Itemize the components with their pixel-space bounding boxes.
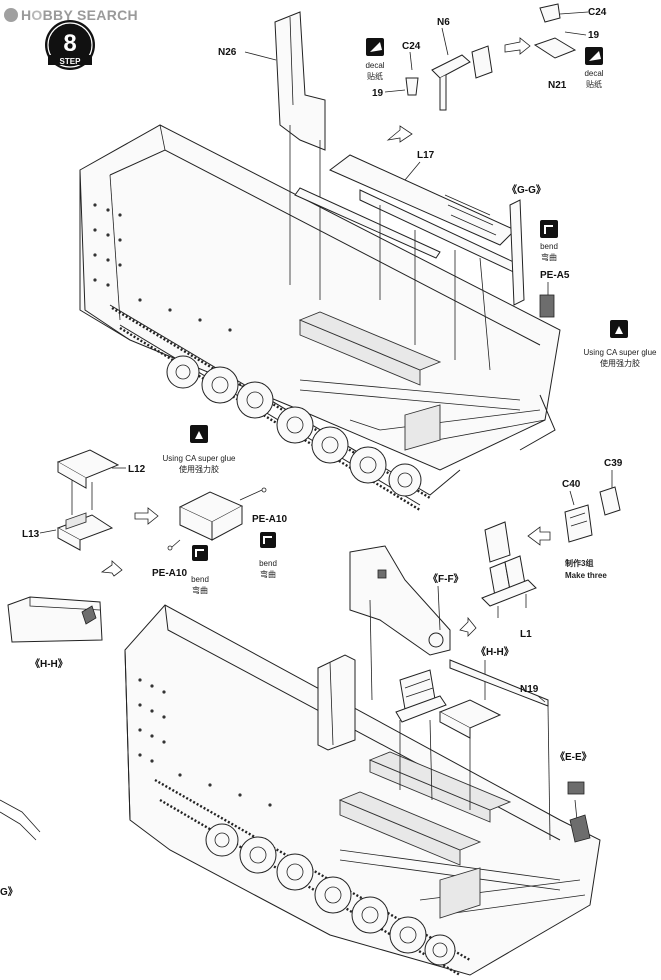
sub-assembly-box: PE-A10 PE-A10 — [152, 487, 287, 579]
direction-arrow-jerrycan — [527, 526, 551, 546]
view-label-gg: 《G-G》 — [507, 183, 546, 196]
view-ff-panel: 《F-F》 — [349, 545, 464, 701]
label-pe-a10-left: PE-A10 — [152, 568, 187, 579]
view-hh-side: 《H-H》 — [7, 596, 103, 670]
direction-arrow-ff — [459, 616, 477, 637]
label-l1: L1 — [520, 629, 532, 640]
label-n19: N19 — [520, 684, 539, 695]
view-gg-cutoff: G》 — [0, 799, 41, 898]
direction-arrow-mid-2 — [100, 560, 123, 577]
svg-text:弯曲: 弯曲 — [260, 569, 276, 579]
logo-letters-rest: BBY SEARCH — [42, 7, 138, 23]
view-label-ee: 《E-E》 — [555, 750, 592, 763]
label-l13: L13 — [22, 529, 40, 540]
label-l12: L12 — [128, 464, 146, 475]
svg-text:decal: decal — [584, 69, 603, 78]
svg-text:bend: bend — [259, 559, 277, 568]
lower-jerrycan-stack — [395, 669, 447, 723]
site-logo-text[interactable]: HOBBY SEARCH — [21, 7, 138, 23]
svg-text:使用强力胶: 使用强力胶 — [179, 464, 219, 474]
glue-icon-2: Using CA super glue 使用强力胶 — [163, 425, 236, 474]
step-number: 8 — [63, 30, 76, 57]
part-l17-rack: L17 《G-G》 — [294, 125, 546, 371]
hobby-search-logo-icon — [4, 8, 18, 22]
logo-letter-o: O — [31, 7, 43, 23]
svg-text:Using CA super glue: Using CA super glue — [163, 454, 236, 463]
top-parts-group: N6 C24 19 C24 19 N21 decal 贴纸 — [365, 3, 607, 111]
label-n26: N26 — [218, 47, 237, 58]
glue-icon-1: Using CA super glue 使用强力胶 — [584, 320, 657, 368]
label-c24-left: C24 — [402, 41, 421, 52]
label-19-left: 19 — [372, 88, 384, 99]
make-three-en: Make three — [565, 571, 607, 580]
bend-icon-3: bend 弯曲 — [259, 532, 277, 579]
svg-text:弯曲: 弯曲 — [541, 252, 557, 262]
sub-assembly-l12-l13: L12 L13 — [22, 449, 146, 551]
step-badge: 8 STEP — [45, 20, 95, 70]
view-label-g-cut: G》 — [0, 885, 18, 898]
label-l17: L17 — [417, 150, 435, 161]
decal-icon-2: decal 贴纸 — [584, 47, 604, 89]
bend-icon-2: bend 弯曲 — [191, 545, 209, 595]
view-label-hh-side: 《H-H》 — [30, 657, 68, 670]
direction-arrow-l17 — [386, 125, 413, 143]
svg-text:bend: bend — [191, 575, 209, 584]
part-pe-a5 — [539, 294, 555, 318]
label-n6: N6 — [437, 17, 450, 28]
jerrycan-assembly: C39 C40 制作3组 Make three L1 — [481, 458, 623, 640]
lower-road-wheels — [205, 823, 456, 966]
site-header: HOBBY SEARCH — [4, 4, 138, 26]
view-label-ff: 《F-F》 — [428, 572, 464, 585]
direction-arrow-mid-1 — [134, 507, 159, 525]
direction-arrow-top — [504, 37, 531, 55]
svg-text:decal: decal — [365, 61, 384, 70]
decal-icon-1: decal 贴纸 — [365, 38, 385, 81]
label-c40: C40 — [562, 479, 581, 490]
view-ee-part: 《E-E》 — [555, 750, 592, 843]
label-pe-a10-right: PE-A10 — [252, 514, 287, 525]
label-c24-right: C24 — [588, 7, 607, 18]
label-pe-a5: PE-A5 — [540, 270, 570, 281]
label-c39: C39 — [604, 458, 623, 469]
svg-text:Using CA super glue: Using CA super glue — [584, 348, 657, 357]
svg-text:使用强力胶: 使用强力胶 — [600, 358, 640, 368]
bend-icon-1: bend 弯曲 — [540, 220, 558, 262]
svg-text:贴纸: 贴纸 — [586, 79, 602, 89]
label-19-right: 19 — [588, 30, 600, 41]
lower-shield — [317, 654, 356, 751]
part-hh-plate: 《H-H》 N19 — [438, 645, 549, 739]
svg-text:贴纸: 贴纸 — [367, 71, 383, 81]
svg-text:弯曲: 弯曲 — [192, 585, 208, 595]
step-word: STEP — [60, 57, 82, 66]
label-n21: N21 — [548, 80, 567, 91]
part-n26-shield: N26 — [218, 11, 326, 300]
logo-letter-h: H — [21, 7, 32, 23]
svg-text:bend: bend — [540, 242, 558, 251]
make-three-zh: 制作3组 — [565, 558, 593, 568]
upper-road-wheels — [166, 355, 422, 497]
view-label-hh-top: 《H-H》 — [476, 645, 514, 658]
lower-hull-assembly — [124, 604, 601, 977]
